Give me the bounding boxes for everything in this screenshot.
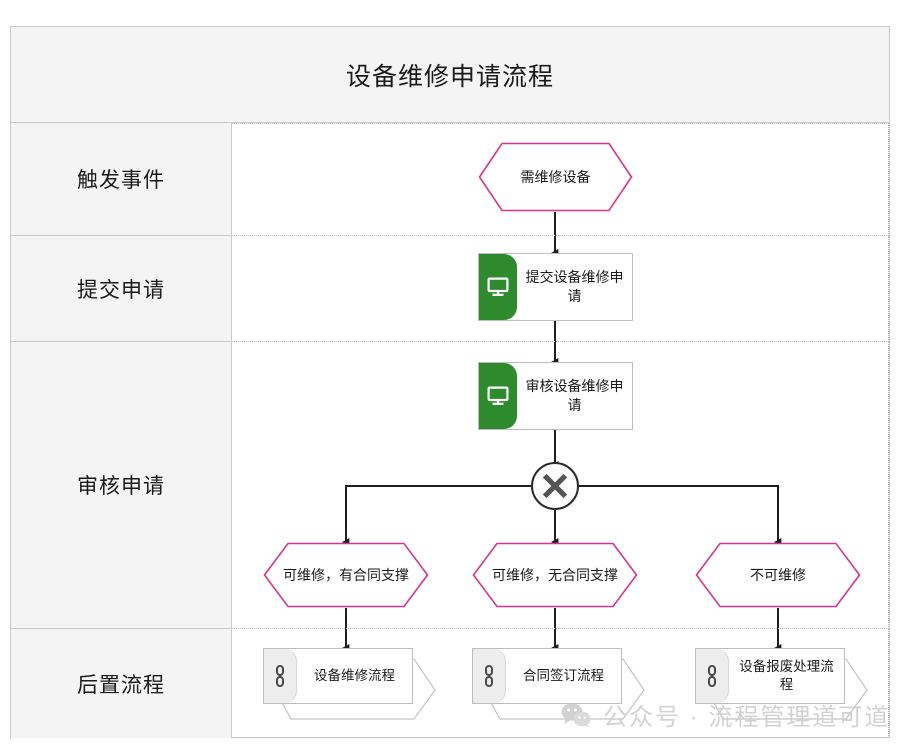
hexagon-shape: [478, 142, 633, 212]
start-event-label: 需维修设备: [520, 168, 591, 185]
lane-label-text: 审核申请: [77, 475, 165, 498]
lane-pane-review: [232, 342, 889, 629]
watermark-text: 公众号 · 流程管理道可道: [603, 704, 891, 731]
task-review-node[interactable]: 审核设备维修申请: [478, 362, 633, 430]
subprocess-scrap-node[interactable]: 设备报废处理流程: [695, 648, 875, 724]
outcome-center-label: 可维修，无合同支撑: [492, 566, 618, 583]
outcome-center-node[interactable]: 可维修，无合同支撑: [472, 542, 638, 608]
wechat-icon: [561, 702, 591, 728]
hexagon-shape: [472, 542, 638, 608]
hexagon-shape: [695, 542, 861, 608]
lane-label-text: 后置流程: [77, 673, 165, 697]
outcome-left-node[interactable]: 可维修，有合同支撑: [263, 542, 429, 608]
subprocess-contract-label: 合同签订流程: [523, 668, 604, 683]
outcome-right-label: 不可维修: [750, 566, 806, 583]
start-event-node[interactable]: 需维修设备: [478, 142, 633, 212]
task-submit-node[interactable]: 提交设备维修申请: [478, 253, 633, 321]
task-submit-label: 提交设备维修申请: [525, 269, 624, 304]
lane-pane-submit: [232, 236, 889, 342]
lane-label-submit: 提交申请: [11, 236, 232, 342]
x-icon: [542, 473, 568, 499]
lane-label-review: 审核申请: [11, 342, 232, 629]
monitor-icon: [479, 254, 517, 320]
diagram-title-band: 设备维修申请流程: [11, 27, 889, 123]
subprocess-box: 合同签订流程: [472, 648, 622, 704]
link-icon: [264, 649, 297, 703]
outcome-left-label: 可维修，有合同支撑: [283, 566, 409, 583]
lane-label-text: 触发事件: [77, 169, 165, 192]
lane-label-text: 提交申请: [77, 278, 165, 302]
page-title: 设备维修申请流程: [345, 62, 554, 91]
subprocess-repair-label: 设备维修流程: [314, 668, 395, 683]
lane-pane-trigger: [232, 123, 889, 236]
subprocess-box: 设备维修流程: [263, 648, 413, 704]
subprocess-repair-node[interactable]: 设备维修流程: [263, 648, 443, 724]
monitor-icon: [479, 363, 517, 429]
hexagon-shape: [263, 542, 429, 608]
exclusive-gateway-node[interactable]: [531, 462, 579, 510]
subprocess-contract-node[interactable]: 合同签订流程: [472, 648, 652, 724]
subprocess-scrap-label: 设备报废处理流程: [739, 659, 834, 692]
subprocess-box: 设备报废处理流程: [695, 648, 845, 704]
task-review-label: 审核设备维修申请: [525, 378, 624, 413]
outcome-right-node[interactable]: 不可维修: [695, 542, 861, 608]
watermark: 公众号 · 流程管理道可道: [560, 697, 890, 732]
lane-label-postprocess: 后置流程: [11, 629, 232, 738]
link-icon: [473, 649, 506, 703]
link-icon: [696, 649, 729, 703]
lane-pane-postprocess: [232, 629, 889, 738]
lane-label-trigger: 触发事件: [11, 123, 232, 236]
